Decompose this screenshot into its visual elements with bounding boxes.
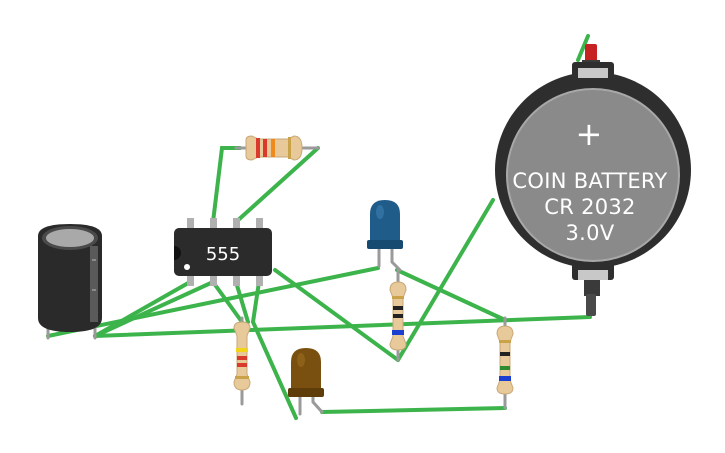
wire-brown-led-to-resistor-c[interactable]	[320, 406, 507, 414]
battery-label-line1: COIN BATTERY	[512, 169, 667, 193]
resistor-top[interactable]	[234, 135, 320, 161]
resistor-a[interactable]	[233, 316, 251, 406]
wires	[46, 34, 592, 420]
battery-label-line3: 3.0V	[566, 221, 615, 245]
wire-chip-pin2-to-resistor-a[interactable]	[211, 280, 244, 324]
battery-label-line2: CR 2032	[544, 195, 635, 219]
battery-plus-sign: +	[575, 115, 602, 153]
led-brown[interactable]	[288, 348, 324, 416]
battery-minus-terminal[interactable]	[586, 294, 596, 316]
wire-chip-to-resistor-b[interactable]	[273, 268, 400, 362]
wire-resistor-top-to-chip-pin6[interactable]	[234, 146, 320, 224]
led-blue[interactable]	[367, 200, 403, 272]
resistor-b[interactable]	[389, 268, 407, 362]
wire-capacitor-to-chip-pin2[interactable]	[93, 280, 215, 338]
wire-blue-led-to-resistor-c[interactable]	[395, 268, 507, 322]
wire-capacitor-to-battery-minus[interactable]	[93, 315, 592, 338]
capacitor[interactable]	[38, 224, 102, 340]
wire-resistor-top-to-chip-pin7[interactable]	[211, 146, 242, 224]
chip-label: 555	[206, 244, 240, 265]
battery-plus-terminal[interactable]	[585, 44, 597, 62]
coin-battery[interactable]: + COIN BATTERY CR 2032 3.0V	[495, 44, 691, 316]
wire-chip-pin3-to-resistor-a[interactable]	[234, 280, 250, 324]
wire-capacitor-to-blue-led[interactable]	[46, 266, 380, 338]
wire-chip-pin4-to-brown-led[interactable]	[250, 280, 298, 420]
chip-555[interactable]: 555	[174, 218, 272, 286]
wire-battery-top-lead[interactable]	[576, 34, 590, 62]
resistor-c[interactable]	[496, 316, 514, 410]
chip-pin1-dot	[184, 264, 190, 270]
wire-resistor-b-to-battery-plus[interactable]	[396, 198, 495, 362]
